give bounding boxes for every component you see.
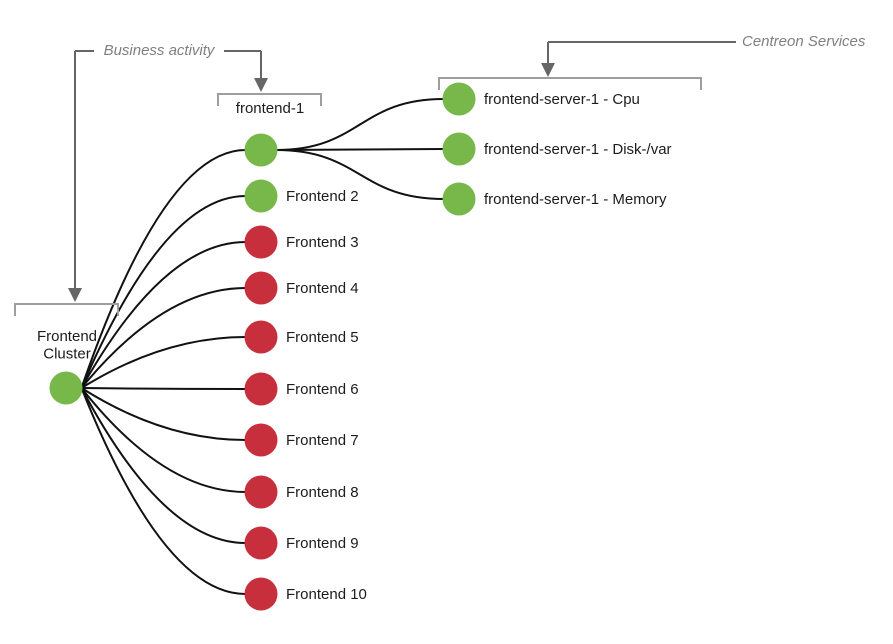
brackets-layer <box>14 77 702 316</box>
node-label-svc-cpu: frontend-server-1 - Cpu <box>484 91 640 108</box>
edge-frontend-1--svc-cpu <box>276 98 444 151</box>
status-circle-ok[interactable] <box>244 133 278 167</box>
node-label-svc-disk: frontend-server-1 - Disk-/var <box>484 141 672 158</box>
callout-centreon-services: Centreon Services <box>541 33 866 77</box>
status-circle-ok[interactable] <box>442 182 476 216</box>
status-circle-critical[interactable] <box>244 225 278 259</box>
node-frontend-6[interactable]: Frontend 6 <box>244 372 359 406</box>
node-label-frontend-8: Frontend 8 <box>286 484 359 501</box>
status-circle-ok[interactable] <box>49 371 83 405</box>
node-frontend-9[interactable]: Frontend 9 <box>244 526 359 560</box>
node-label-frontend-2: Frontend 2 <box>286 188 359 205</box>
edge-frontend-cluster--frontend-2 <box>80 195 246 389</box>
edge-frontend-1--svc-disk <box>276 148 444 151</box>
node-label-frontend-10: Frontend 10 <box>286 586 367 603</box>
node-label-svc-memory: frontend-server-1 - Memory <box>484 191 667 208</box>
edge-frontend-cluster--frontend-8 <box>80 387 246 493</box>
arrow-down-icon <box>68 288 82 302</box>
arrow-down-icon <box>541 63 555 77</box>
callout-label-centreon-services: Centreon Services <box>742 33 866 50</box>
node-frontend-10[interactable]: Frontend 10 <box>244 577 367 611</box>
edge-frontend-cluster--frontend-1 <box>80 149 246 389</box>
node-label-frontend-cluster: Frontend <box>37 328 97 345</box>
status-circle-critical[interactable] <box>244 526 278 560</box>
status-circle-ok[interactable] <box>442 132 476 166</box>
bracket-frontend-1 <box>217 93 322 106</box>
node-label-frontend-9: Frontend 9 <box>286 535 359 552</box>
node-label-frontend-7: Frontend 7 <box>286 432 359 449</box>
node-svc-memory[interactable]: frontend-server-1 - Memory <box>442 182 668 216</box>
edge-frontend-cluster--frontend-4 <box>80 287 246 389</box>
edge-frontend-cluster--frontend-9 <box>80 387 246 544</box>
edge-frontend-1--svc-memory <box>276 149 444 200</box>
status-circle-critical[interactable] <box>244 271 278 305</box>
status-circle-critical[interactable] <box>244 577 278 611</box>
status-circle-critical[interactable] <box>244 372 278 406</box>
node-svc-disk[interactable]: frontend-server-1 - Disk-/var <box>442 132 672 166</box>
status-circle-ok[interactable] <box>244 179 278 213</box>
edge-frontend-cluster--frontend-5 <box>80 336 246 389</box>
edges-layer <box>80 98 444 595</box>
bracket-centreon-services <box>438 77 702 90</box>
node-label-frontend-1: frontend-1 <box>236 100 304 117</box>
node-frontend-8[interactable]: Frontend 8 <box>244 475 359 509</box>
callout-business-activity: Business activity <box>68 42 268 302</box>
node-svc-cpu[interactable]: frontend-server-1 - Cpu <box>442 82 640 116</box>
edge-frontend-cluster--frontend-7 <box>80 387 246 441</box>
status-circle-critical[interactable] <box>244 423 278 457</box>
node-frontend-1[interactable]: frontend-1 <box>236 100 304 167</box>
node-frontend-2[interactable]: Frontend 2 <box>244 179 359 213</box>
bracket-frontend-cluster <box>14 303 119 316</box>
status-circle-critical[interactable] <box>244 320 278 354</box>
edge-frontend-cluster--frontend-6 <box>81 387 246 390</box>
edge-frontend-cluster--frontend-3 <box>80 241 246 389</box>
callout-label-business-activity: Business activity <box>104 42 216 59</box>
node-label-frontend-5: Frontend 5 <box>286 329 359 346</box>
status-circle-critical[interactable] <box>244 475 278 509</box>
node-label-frontend-3: Frontend 3 <box>286 234 359 251</box>
node-label-frontend-4: Frontend 4 <box>286 280 359 297</box>
node-frontend-3[interactable]: Frontend 3 <box>244 225 359 259</box>
node-frontend-4[interactable]: Frontend 4 <box>244 271 359 305</box>
node-frontend-7[interactable]: Frontend 7 <box>244 423 359 457</box>
node-label-frontend-6: Frontend 6 <box>286 381 359 398</box>
arrow-down-icon <box>254 78 268 92</box>
node-label-frontend-cluster: Cluster <box>43 346 91 363</box>
edge-frontend-cluster--frontend-10 <box>80 387 246 595</box>
status-circle-ok[interactable] <box>442 82 476 116</box>
node-frontend-5[interactable]: Frontend 5 <box>244 320 359 354</box>
